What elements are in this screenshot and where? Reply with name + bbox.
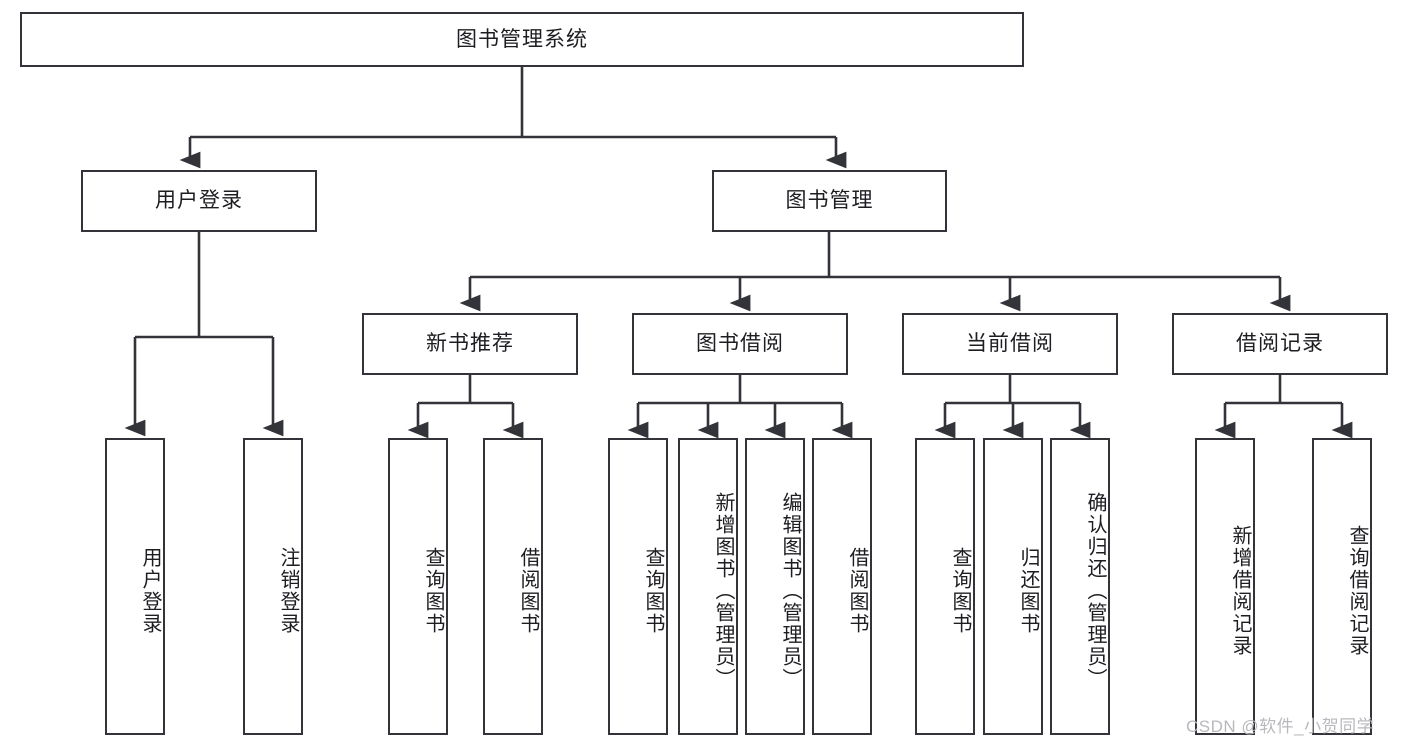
node-label: 查询图书 <box>422 546 444 635</box>
node-label: 图书借阅 <box>696 332 784 356</box>
node-user-login[interactable]: 用户登录 <box>81 170 317 232</box>
csdn-watermark: CSDN @软件_小贺同学 <box>1186 717 1375 736</box>
node-leaf-user-login[interactable]: 用户登录 <box>105 438 165 735</box>
node-label: 确认归还（管理员） <box>1084 491 1106 690</box>
node-leaf-add-book[interactable]: 新增图书（管理员） <box>678 438 738 735</box>
node-label: 图书管理 <box>785 189 874 213</box>
node-leaf-query-record[interactable]: 查询借阅记录 <box>1312 438 1372 735</box>
node-leaf-add-record[interactable]: 新增借阅记录 <box>1195 438 1255 735</box>
node-leaf-logout[interactable]: 注销登录 <box>243 438 303 735</box>
node-label: 查询图书 <box>642 546 664 635</box>
node-leaf-return-book[interactable]: 归还图书 <box>983 438 1043 735</box>
node-leaf-query-book-1[interactable]: 查询图书 <box>388 438 448 735</box>
node-new-book-recommend[interactable]: 新书推荐 <box>362 313 578 375</box>
node-label: 编辑图书（管理员） <box>779 491 801 690</box>
node-label: 注销登录 <box>277 546 299 635</box>
node-leaf-borrow-book-1[interactable]: 借阅图书 <box>483 438 543 735</box>
node-label: 当前借阅 <box>966 332 1054 356</box>
node-leaf-borrow-book-2[interactable]: 借阅图书 <box>812 438 872 735</box>
node-current-borrow[interactable]: 当前借阅 <box>902 313 1118 375</box>
node-label: 新增借阅记录 <box>1229 524 1251 657</box>
node-label: 图书管理系统 <box>456 27 588 51</box>
node-label: 用户登录 <box>139 546 161 635</box>
node-label: 查询图书 <box>949 546 971 635</box>
node-root-图书管理系统[interactable]: 图书管理系统 <box>20 12 1024 67</box>
node-leaf-confirm-return[interactable]: 确认归还（管理员） <box>1050 438 1110 735</box>
node-label: 用户登录 <box>155 189 243 213</box>
node-label: 借阅图书 <box>517 546 539 635</box>
node-label: 借阅记录 <box>1236 332 1324 356</box>
node-leaf-query-book-3[interactable]: 查询图书 <box>915 438 975 735</box>
node-book-manage[interactable]: 图书管理 <box>712 170 947 232</box>
node-borrow-record[interactable]: 借阅记录 <box>1172 313 1388 375</box>
node-leaf-edit-book[interactable]: 编辑图书（管理员） <box>745 438 805 735</box>
node-label: 查询借阅记录 <box>1346 524 1368 657</box>
node-label: 新增图书（管理员） <box>712 491 734 690</box>
node-label: 借阅图书 <box>846 546 868 635</box>
node-label: 新书推荐 <box>426 332 514 356</box>
node-book-borrow[interactable]: 图书借阅 <box>632 313 848 375</box>
node-leaf-query-book-2[interactable]: 查询图书 <box>608 438 668 735</box>
node-label: 归还图书 <box>1017 546 1039 635</box>
